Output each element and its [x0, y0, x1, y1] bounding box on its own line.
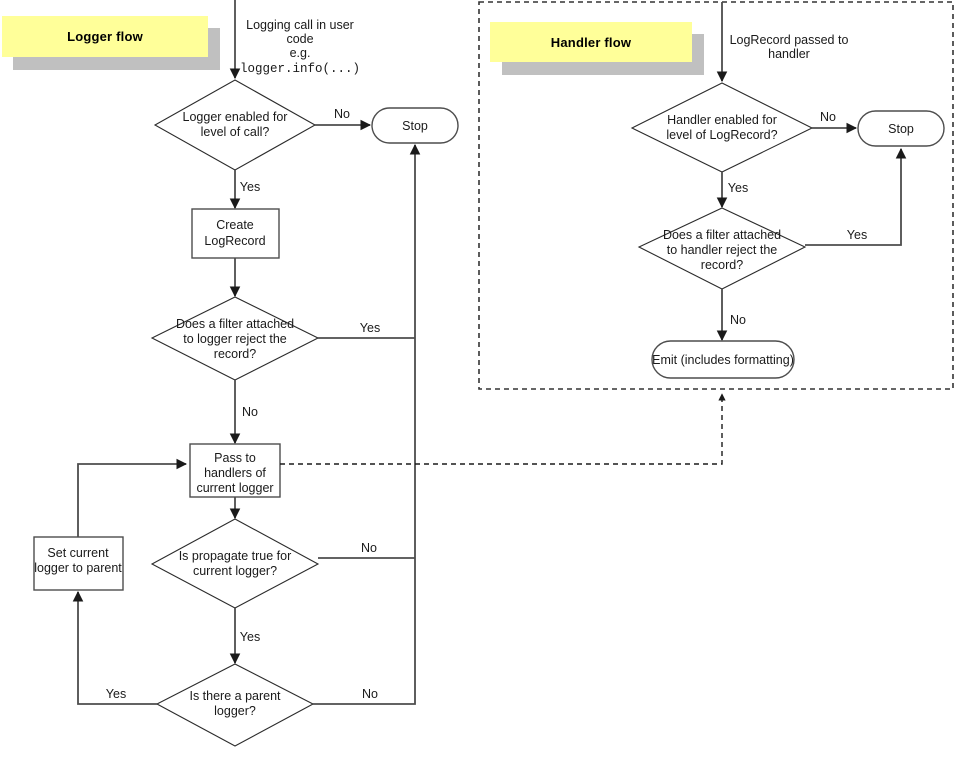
edge-label-propagate-no: No [361, 541, 377, 555]
edge-label-handler-filter-yes: Yes [847, 228, 867, 242]
edge-label-logger-enabled-no: No [334, 107, 350, 121]
handler-flow-banner: Handler flow [490, 22, 705, 76]
decision-handler-filter-line1: Does a filter attached [663, 228, 781, 242]
decision-logger-filter-line1: Does a filter attached [176, 317, 294, 331]
edge-label-logger-enabled-yes: Yes [240, 180, 260, 194]
terminator-stop-label: Stop [402, 119, 428, 133]
process-pass-to-handlers[interactable] [189, 443, 281, 498]
edge-label-logger-filter-no: No [242, 405, 258, 419]
edge-set-parent-to-handlers [77, 458, 188, 537]
logger-flow-banner: Logger flow [2, 16, 220, 70]
logger-entry-note-line2: code [286, 32, 313, 46]
decision-has-parent-line2: logger? [214, 704, 256, 718]
logger-flow-banner-label: Logger flow [67, 29, 143, 44]
process-pass-to-handlers-line2: handlers of [204, 466, 266, 480]
handler-flow-group-border [478, 1, 954, 390]
decision-logger-filter-line2: to logger reject the [183, 332, 287, 346]
edge-handler-filter-yes [805, 147, 907, 246]
terminator-handler-stop[interactable] [857, 110, 945, 147]
handler-flow-banner-face: Handler flow [490, 22, 692, 62]
terminator-stop[interactable] [371, 107, 459, 144]
edge-label-propagate-yes: Yes [240, 630, 260, 644]
process-pass-to-handlers-line1: Pass to [214, 451, 256, 465]
decision-has-parent-line1: Is there a parent [189, 689, 281, 703]
logger-entry-note-line3: e.g. [290, 46, 311, 60]
decision-logger-enabled-line1: Logger enabled for [183, 110, 288, 124]
edge-label-parent-no: No [362, 687, 378, 701]
decision-has-parent[interactable] [155, 663, 315, 747]
process-set-parent-line1: Set current [47, 546, 109, 560]
process-create-logrecord-line1: Create [216, 218, 254, 232]
handler-entry-note-line2: handler [768, 47, 810, 61]
edge-label-handler-filter-no: No [730, 313, 746, 327]
process-pass-to-handlers-line3: current logger [196, 481, 273, 495]
decision-is-propagate-line1: Is propagate true for [179, 549, 292, 563]
decision-handler-filter-line3: record? [701, 258, 743, 272]
edge-label-handler-enabled-yes: Yes [728, 181, 748, 195]
edge-label-parent-yes: Yes [106, 687, 126, 701]
edge-parent-yes [72, 590, 157, 705]
process-set-parent-line2: logger to parent [34, 561, 122, 575]
edge-label-logger-filter-yes: Yes [360, 321, 380, 335]
handler-entry-note-line1: LogRecord passed to [730, 33, 849, 47]
process-create-logrecord[interactable] [191, 208, 280, 259]
terminator-handler-stop-label: Stop [888, 122, 914, 136]
decision-handler-enabled-line2: level of LogRecord? [666, 128, 777, 142]
terminator-emit[interactable] [651, 340, 795, 379]
edge-parent-no [313, 143, 421, 705]
handler-flow-banner-label: Handler flow [550, 34, 632, 50]
decision-handler-enabled-line1: Handler enabled for [667, 113, 777, 127]
logger-entry-note-line1: Logging call in user [246, 18, 354, 32]
process-create-logrecord-line2: LogRecord [204, 234, 265, 248]
terminator-emit-label: Emit (includes formatting) [652, 353, 794, 367]
decision-handler-filter-line2: to handler reject the [667, 243, 778, 257]
decision-logger-enabled-line2: level of call? [201, 125, 270, 139]
logger-entry-note-code: logger.info(...) [240, 62, 360, 76]
decision-logger-filter-line3: record? [214, 347, 256, 361]
edge-handlers-to-handler-flow [280, 393, 726, 465]
logger-flow-banner-face: Logger flow [2, 16, 208, 57]
edge-label-handler-enabled-no: No [820, 110, 836, 124]
decision-is-propagate-line2: current logger? [193, 564, 277, 578]
